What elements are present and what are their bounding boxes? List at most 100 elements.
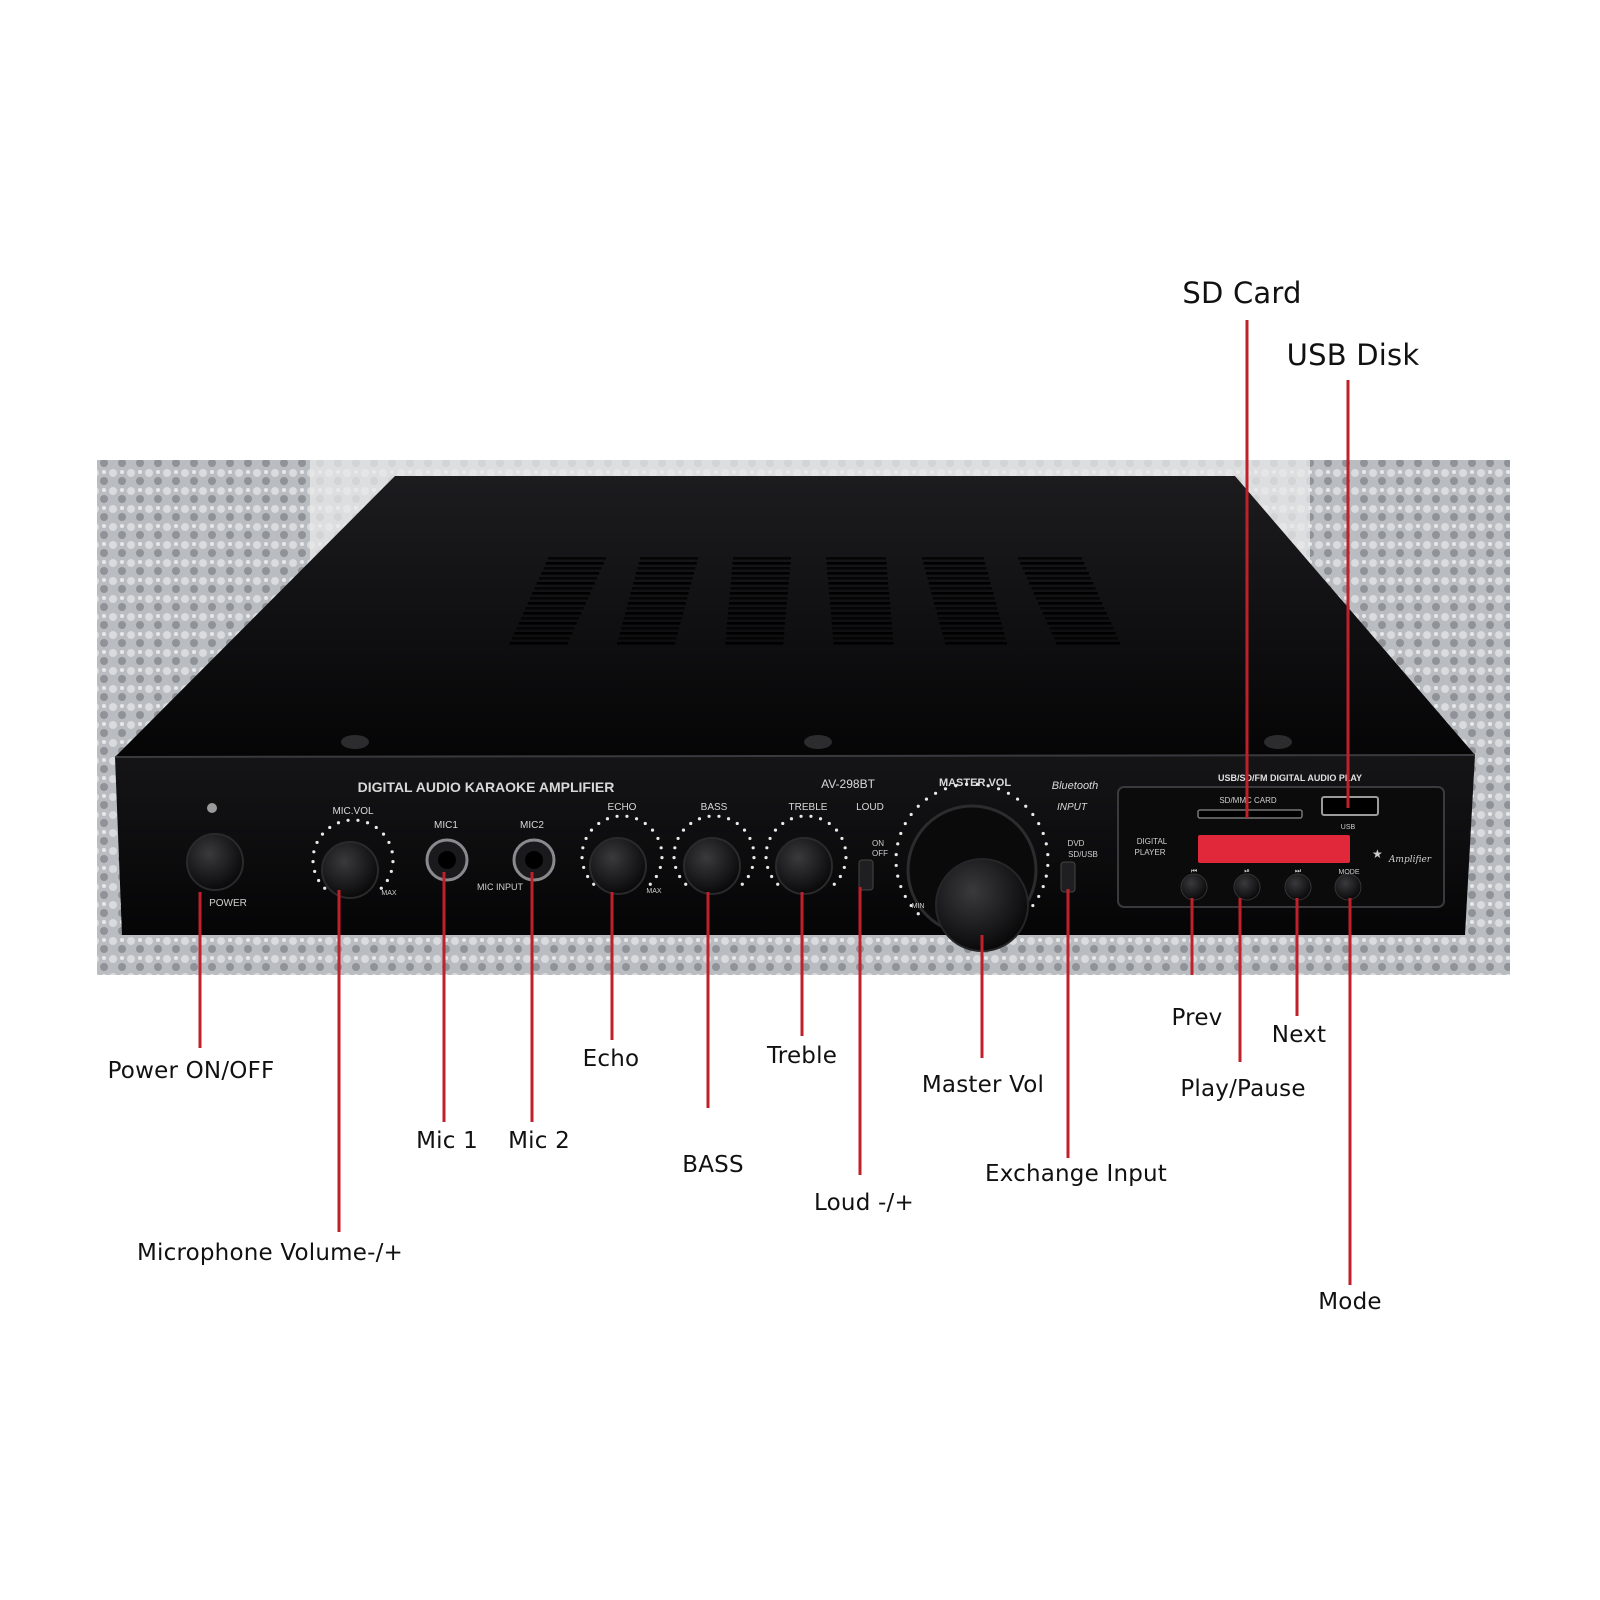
vent-slot (730, 587, 789, 590)
next-button[interactable] (1284, 873, 1312, 901)
scale-dot (592, 882, 596, 886)
vent-slot (928, 582, 991, 585)
vent-slot (619, 632, 678, 635)
prev-button[interactable] (1180, 873, 1208, 901)
input-switch[interactable] (1060, 861, 1076, 893)
scale-dot (323, 886, 327, 890)
scale-dot (770, 874, 774, 879)
usb-label: USB (1341, 824, 1356, 831)
play-pause-icon: ⏯ (1244, 867, 1250, 875)
screws (341, 735, 1292, 749)
mic-vol-knob[interactable] (321, 841, 379, 899)
scale-dot (896, 842, 900, 846)
sd-card-slot[interactable] (1197, 809, 1303, 819)
vent-slot (516, 627, 575, 630)
scale-dot (320, 832, 325, 836)
vent-slot (625, 612, 684, 615)
scale-dot (933, 791, 938, 795)
scale-dot (896, 874, 900, 878)
scale-dot (648, 882, 652, 886)
loud-switch[interactable] (858, 859, 874, 891)
scale-dot (1041, 831, 1045, 836)
scale-dot (658, 865, 662, 870)
vent-slot (939, 622, 1002, 625)
mode-button[interactable] (1334, 873, 1362, 901)
treble-knob[interactable] (775, 837, 833, 895)
vent-slot (832, 632, 893, 635)
star-icon: ★ (1372, 847, 1383, 861)
scale-dot (312, 850, 316, 854)
scale-dot (986, 784, 990, 788)
vent-slot (830, 607, 891, 610)
usb-port[interactable] (1321, 796, 1379, 816)
vent-slot (930, 587, 993, 590)
callout-treble: Treble (766, 1043, 838, 1069)
scale-dot (954, 784, 958, 788)
scale-dot (586, 874, 590, 879)
vent-slot (527, 602, 586, 605)
scale-dot (389, 869, 393, 874)
mic1-jack[interactable] (425, 838, 469, 882)
vent-slot (1054, 637, 1118, 640)
scale-dot (740, 882, 744, 886)
scale-dot (894, 863, 898, 868)
callout-mic2: Mic 2 (508, 1128, 570, 1154)
scale-dot (975, 782, 980, 786)
vent-slot (826, 562, 887, 565)
vent-slot (927, 577, 990, 580)
scale-dot (844, 856, 848, 860)
vent-slot (725, 642, 784, 645)
scale-dot (843, 846, 847, 850)
vent-slot (638, 562, 697, 565)
callout-play-pause: Play/Pause (1180, 1076, 1306, 1102)
scale-dot (615, 814, 619, 818)
mic2-jack[interactable] (512, 838, 556, 882)
vent-slot (829, 597, 890, 600)
vent-slot (1038, 602, 1103, 605)
scale-dot (924, 797, 929, 801)
mic2-label: MIC2 (520, 820, 544, 831)
loud-label: LOUD (856, 802, 884, 813)
vent-slot (1031, 587, 1096, 590)
input-label: INPUT (1057, 802, 1088, 813)
scale-dot (838, 874, 842, 879)
echo-knob[interactable] (589, 837, 647, 895)
vent-slot (1024, 572, 1089, 575)
vent-slot (936, 612, 999, 615)
vent-slot (1027, 577, 1091, 580)
player-header: USB/SD/FM DIGITAL AUDIO PLAY (1218, 773, 1362, 783)
bass-knob[interactable] (683, 837, 741, 895)
prev-icon: ⏮ (1191, 867, 1197, 875)
scale-dot (909, 903, 913, 908)
vent-slot (924, 567, 987, 570)
scale-dot (909, 812, 913, 817)
vent-slot (637, 567, 696, 570)
callout-master-vol: Master Vol (921, 1072, 1045, 1098)
scale-dot (1046, 863, 1050, 868)
scale-dot (346, 818, 350, 822)
scale-dot (676, 836, 680, 841)
scale-dot (899, 831, 903, 836)
vent-slot (940, 627, 1003, 630)
vent-slot (532, 592, 591, 595)
scale-dot (660, 856, 664, 860)
scale-dot (1031, 903, 1035, 908)
scale-dot (1044, 842, 1048, 846)
scale-dot (916, 912, 920, 916)
power-knob[interactable] (186, 833, 244, 891)
power-led (207, 803, 217, 813)
scale-dot (1037, 894, 1041, 899)
scale-dot (674, 865, 678, 870)
vent-slot (1033, 592, 1098, 595)
vent-slot (1040, 607, 1105, 610)
vent-slot (943, 637, 1006, 640)
vent-slot (830, 612, 891, 615)
vent-slot (521, 617, 579, 620)
scale-dot (336, 821, 341, 825)
scale-dot (764, 856, 768, 860)
mic-vol-label: MIC.VOL (332, 806, 374, 817)
scale-dot (916, 804, 920, 808)
play-pause-button[interactable] (1233, 873, 1261, 901)
vent-slot (826, 557, 886, 560)
